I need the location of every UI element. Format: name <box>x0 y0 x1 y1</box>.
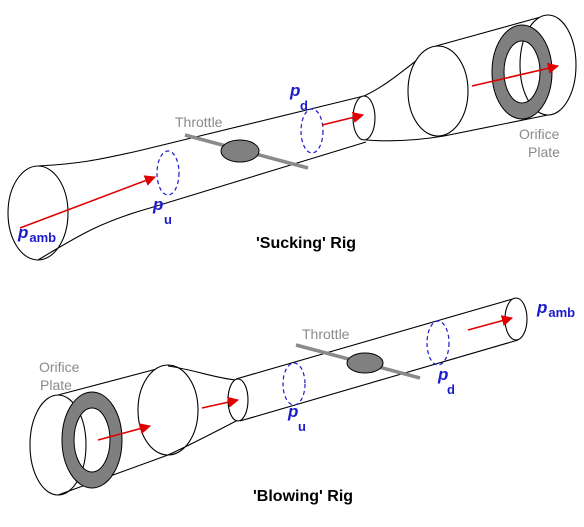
blowing-p-u-label: p <box>287 402 298 421</box>
sucking-throttle-valve <box>220 139 260 163</box>
blowing-p-d-label: p <box>437 365 448 384</box>
sucking-p-d-subscript: d <box>300 98 308 113</box>
blowing-p-u-subscript: u <box>298 419 306 434</box>
sucking-bellmouth-inlet <box>7 150 151 261</box>
sucking-rig: pamb p u p d Throttle Orifice Plate 'Suc… <box>7 14 577 261</box>
blowing-flow-arrow-outlet <box>467 315 514 331</box>
sucking-p-amb-label: pamb <box>17 223 56 245</box>
blowing-throttle <box>295 343 421 380</box>
sucking-orifice-label-line2: Plate <box>528 144 560 160</box>
blowing-orifice-label-line2: Plate <box>40 377 72 393</box>
blowing-p-amb-label: pamb <box>536 298 575 320</box>
sucking-main-pipe <box>137 95 367 209</box>
sucking-pd-plane <box>300 108 324 154</box>
sucking-p-u-label: p <box>152 195 163 214</box>
sucking-rig-title: 'Sucking' Rig <box>256 235 356 252</box>
blowing-flow-arrow-chamber <box>97 423 152 441</box>
blowing-throttle-valve <box>346 352 384 374</box>
blowing-orifice-label-line1: Orifice <box>39 359 80 375</box>
sucking-pu-plane <box>156 150 180 196</box>
sucking-throttle-label: Throttle <box>175 114 223 130</box>
blowing-throttle-label: Throttle <box>302 326 350 342</box>
sucking-throttle <box>184 133 309 170</box>
blowing-contraction <box>167 365 239 456</box>
blowing-flow-arrow-contraction <box>201 396 240 409</box>
sucking-flow-arrow-chamber <box>471 62 560 87</box>
blowing-rig: pamb p u p d Throttle Orifice Plate 'Blo… <box>29 297 575 505</box>
sucking-orifice-label-line1: Orifice <box>519 126 560 142</box>
sucking-flow-arrow-inlet <box>19 175 157 229</box>
blowing-orifice-plate <box>61 391 123 489</box>
blowing-pu-plane <box>282 362 306 406</box>
blowing-rig-title: 'Blowing' Rig <box>253 488 353 505</box>
blowing-p-d-subscript: d <box>447 382 455 397</box>
sucking-p-u-subscript: u <box>164 212 172 227</box>
blowing-main-pipe <box>235 297 528 422</box>
sucking-flow-arrow-diffuser <box>321 111 365 126</box>
sucking-diffuser-small-end <box>352 95 376 141</box>
blowing-pd-plane <box>426 320 450 366</box>
sucking-p-d-label: p <box>289 81 300 100</box>
